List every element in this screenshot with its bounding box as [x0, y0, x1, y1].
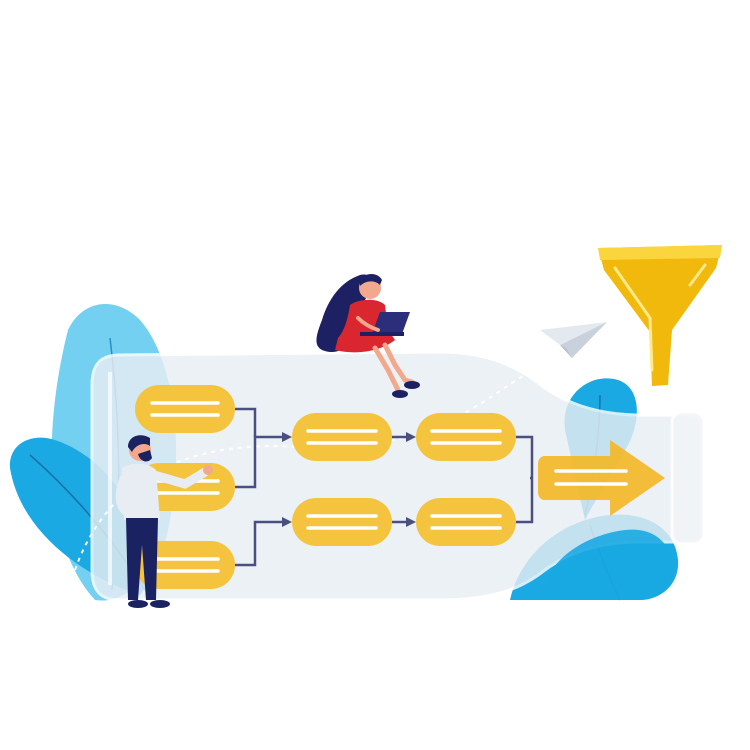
arrowhead — [406, 517, 416, 527]
funnel-icon — [598, 245, 722, 386]
flow-node — [135, 541, 235, 589]
leaf-right-front — [540, 529, 673, 600]
flow-node — [292, 498, 392, 546]
flow-node — [292, 413, 392, 461]
woman-with-laptop — [316, 274, 420, 398]
connector-col1-bot — [235, 520, 282, 567]
output-arrow-node — [538, 440, 665, 516]
connector-merge — [516, 435, 534, 524]
arrowheads — [282, 432, 416, 527]
connector-col1-top — [235, 407, 257, 437]
flow-node — [416, 498, 516, 546]
dashed-trail — [74, 371, 531, 571]
flow-nodes — [135, 385, 516, 589]
man-standing — [115, 435, 213, 608]
bottle — [90, 350, 706, 602]
flow-node — [135, 385, 235, 433]
arrowhead — [282, 517, 292, 527]
arrowhead — [282, 432, 292, 442]
paper-plane-icon — [540, 322, 607, 358]
laptop-icon — [360, 312, 410, 336]
bottle-cap — [670, 410, 706, 546]
connector-col1-mid — [235, 435, 282, 489]
flow-node — [416, 413, 516, 461]
flow-connectors — [235, 407, 534, 567]
arrowhead — [406, 432, 416, 442]
man-pants — [126, 518, 158, 600]
